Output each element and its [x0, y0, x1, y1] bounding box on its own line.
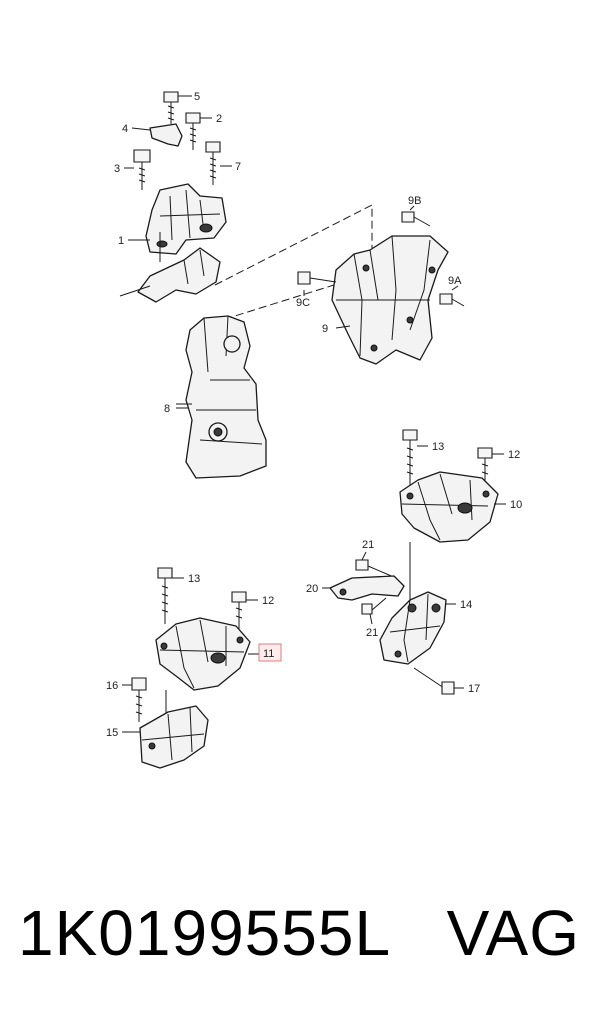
callout-16: 16 — [106, 680, 118, 692]
callout-13-upper: 13 — [432, 441, 444, 453]
bolt-13-upper — [402, 429, 418, 490]
callout-14: 14 — [460, 599, 472, 611]
mount-bracket — [137, 247, 221, 303]
callout-5: 5 — [194, 91, 200, 103]
callout-9a: 9A — [448, 275, 462, 287]
bracket-15-assembly — [131, 677, 209, 769]
bolt-7 — [205, 141, 221, 185]
engine-mount-1 — [145, 183, 227, 255]
callout-2: 2 — [216, 113, 222, 125]
bolt-9c — [297, 271, 337, 285]
footer: 1K0199555L VAG — [0, 888, 600, 978]
callout-9c: 9C — [296, 297, 310, 309]
bolt-13-lower — [157, 567, 173, 624]
bracket-14 — [379, 591, 447, 665]
bracket-9-assembly — [297, 211, 465, 365]
bolt-21-lower — [361, 597, 387, 615]
callout-12-lower: 12 — [262, 595, 274, 607]
callout-9b: 9B — [408, 195, 421, 207]
part-number: 1K0199555L — [18, 897, 392, 969]
bolt-16 — [131, 677, 147, 722]
bolt-3 — [133, 149, 151, 190]
arm-20 — [329, 575, 405, 601]
callout-8: 8 — [164, 403, 170, 415]
callout-7: 7 — [235, 161, 241, 173]
callout-21-upper: 21 — [362, 539, 374, 551]
callout-12-upper: 12 — [508, 449, 520, 461]
bolt-2 — [185, 112, 201, 150]
bolt-17 — [413, 667, 455, 695]
bolt-12-lower — [231, 591, 247, 630]
callout-11: 11 — [263, 648, 274, 660]
callout-21-lower: 21 — [366, 627, 378, 639]
bolt-9a — [439, 293, 465, 307]
callout-10: 10 — [510, 499, 522, 511]
bolt-12-upper — [477, 447, 493, 490]
bracket-plate-4 — [149, 123, 183, 147]
callout-17: 17 — [468, 683, 480, 695]
callout-20: 20 — [306, 583, 318, 595]
callout-11-highlight — [258, 643, 282, 662]
engine-mount-upper — [119, 91, 227, 303]
callout-13-lower: 13 — [188, 573, 200, 585]
gearbox-mount-10 — [399, 429, 499, 543]
callout-1: 1 — [118, 235, 124, 247]
bolt-5 — [163, 91, 179, 124]
callout-4: 4 — [122, 123, 128, 135]
bolt-21-upper — [355, 559, 397, 579]
leader-lines — [122, 95, 506, 733]
bolt-9b — [401, 211, 431, 227]
callout-9: 9 — [322, 323, 328, 335]
gearbox-mount-11 — [155, 567, 251, 691]
brand-name: VAG — [446, 897, 580, 969]
parts-exploded-diagram: 1 2 3 4 5 7 8 9B 9C 9 9A 13 12 10 21 20 … — [106, 91, 522, 769]
bracket-14-assembly — [329, 542, 455, 695]
engine-cover-8 — [176, 315, 267, 479]
callout-15: 15 — [106, 727, 118, 739]
callout-3: 3 — [114, 163, 120, 175]
callout-labels: 1 2 3 4 5 7 8 9B 9C 9 9A 13 12 10 21 20 … — [106, 91, 522, 739]
